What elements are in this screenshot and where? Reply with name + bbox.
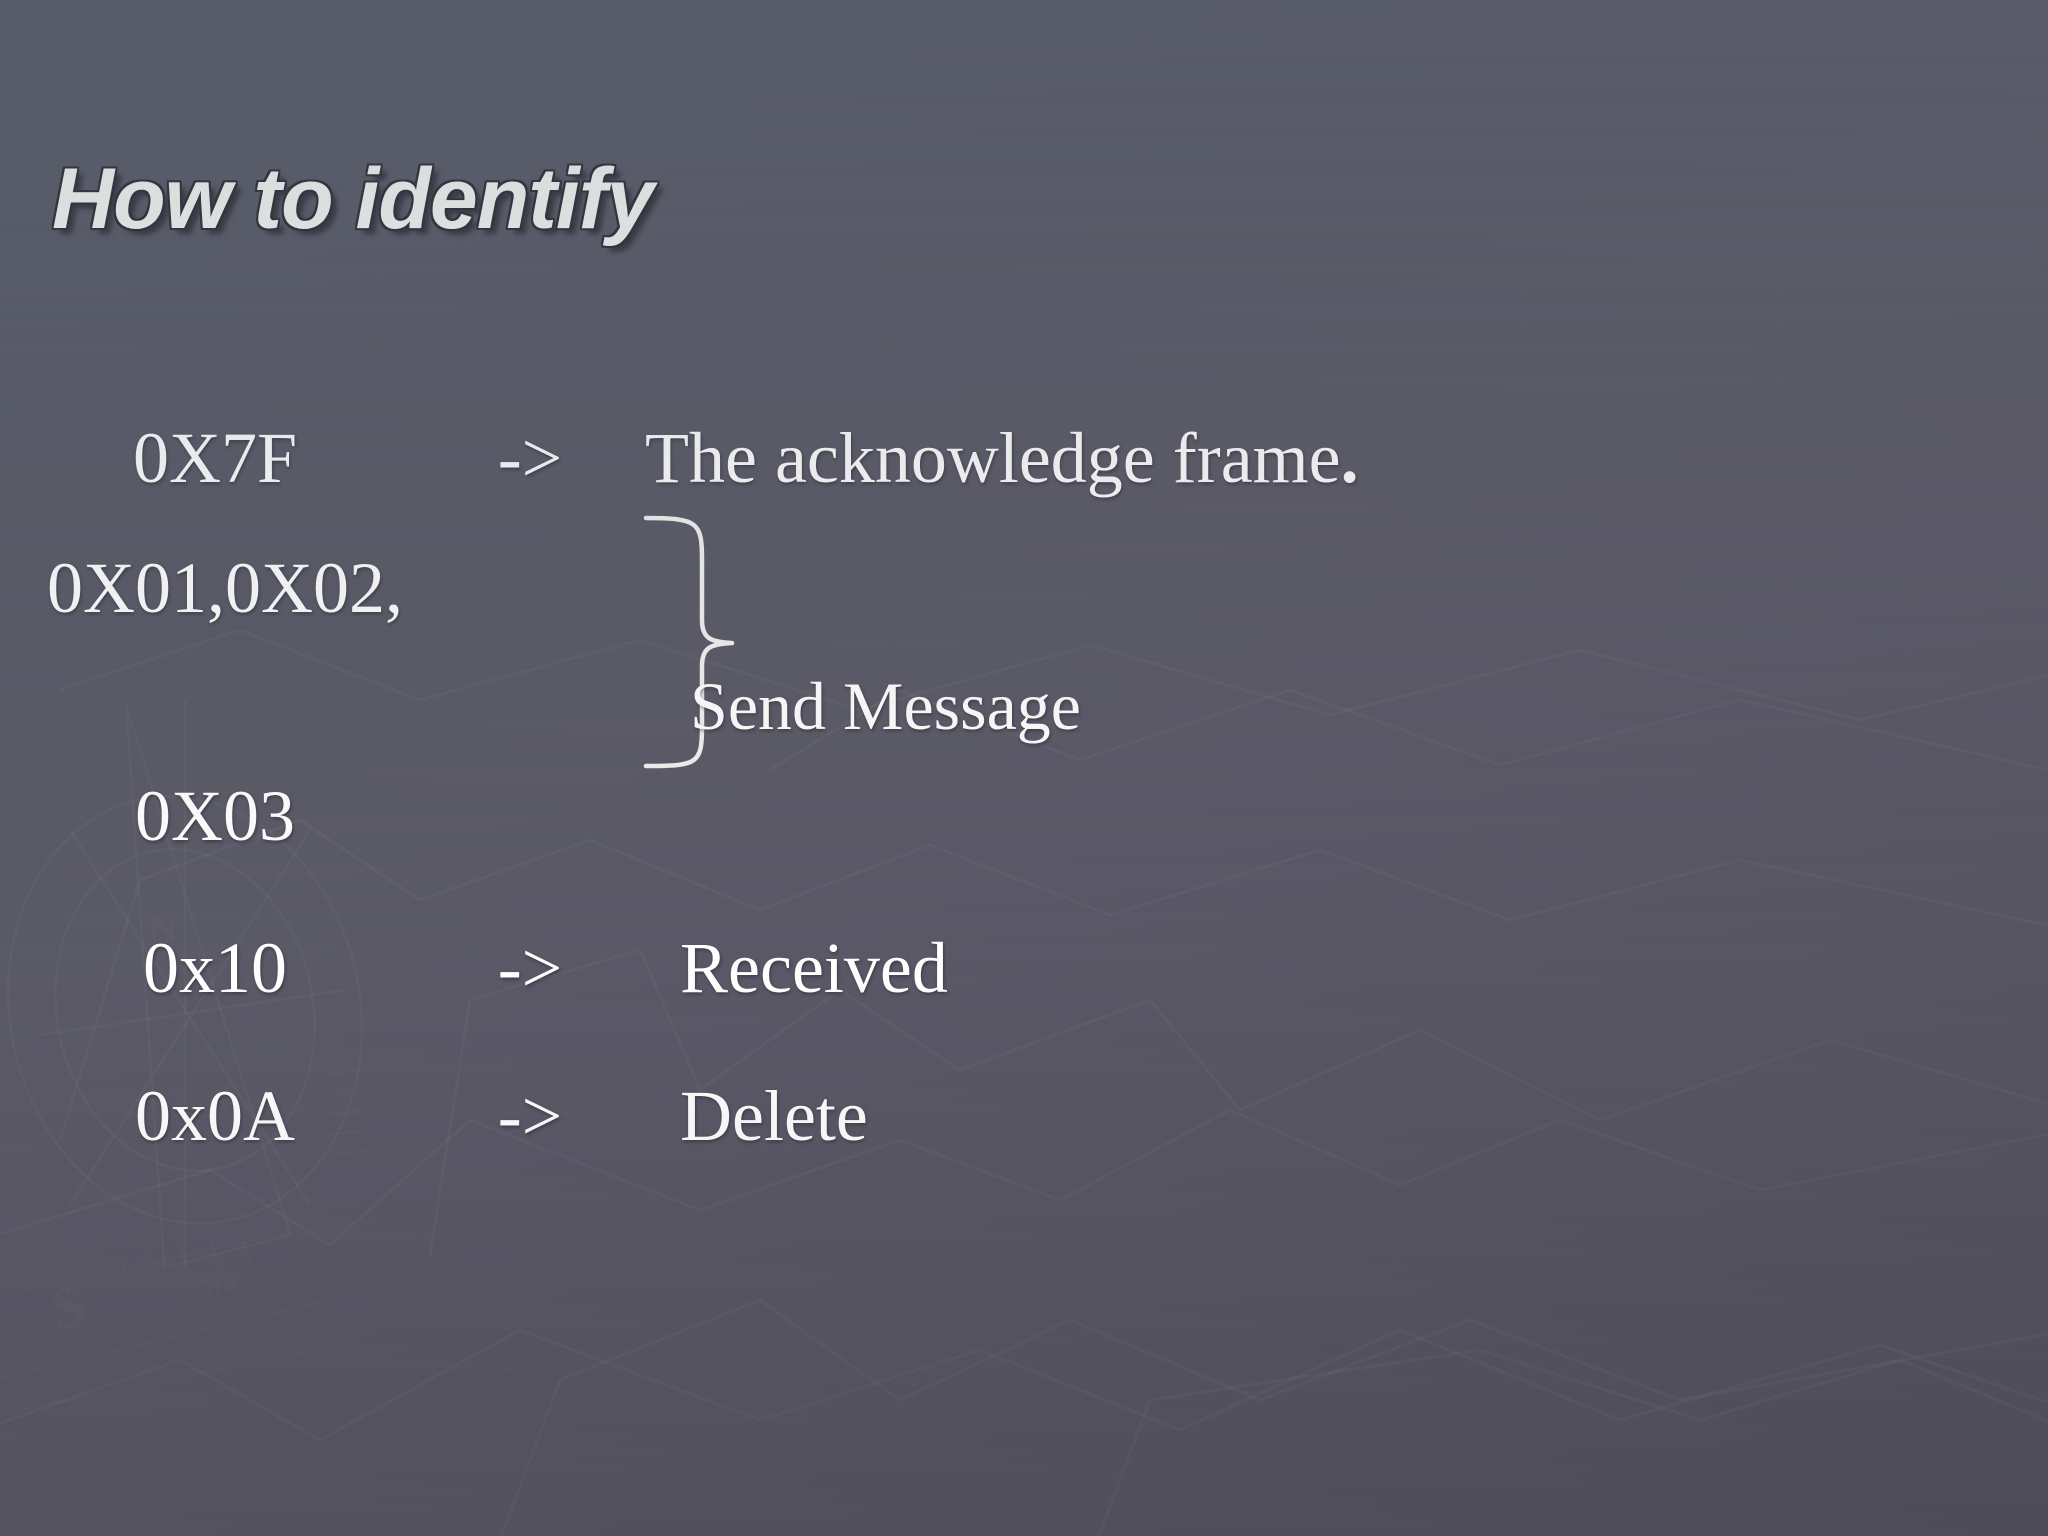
opcode-description-text-0: The acknowledge frame (645, 418, 1341, 498)
arrow-icon-4: -> (497, 1076, 563, 1156)
grouped-description: Send Message (690, 668, 1081, 744)
opcode-value-0: 0X7F (132, 418, 298, 498)
opcode-value-2: 0X03 (135, 776, 295, 856)
svg-text:Sta: Sta (192, 1262, 239, 1303)
arrow-icon-0: -> (497, 418, 563, 498)
opcode-description-period-0: . (1340, 418, 1359, 498)
opcode-value-4: 0x0A (135, 1076, 295, 1156)
opcode-description-3: Received (680, 928, 948, 1008)
opcode-value-1: 0X01,0X02, (47, 548, 403, 628)
opcode-description-4: Delete (680, 1076, 868, 1156)
opcode-description-0: The acknowledge frame. (645, 422, 1359, 494)
arrow-icon-3: -> (497, 928, 563, 1008)
slide-title: How to identify (52, 150, 654, 247)
opcode-value-3: 0x10 (143, 928, 287, 1008)
svg-text:S: S (47, 1272, 91, 1344)
